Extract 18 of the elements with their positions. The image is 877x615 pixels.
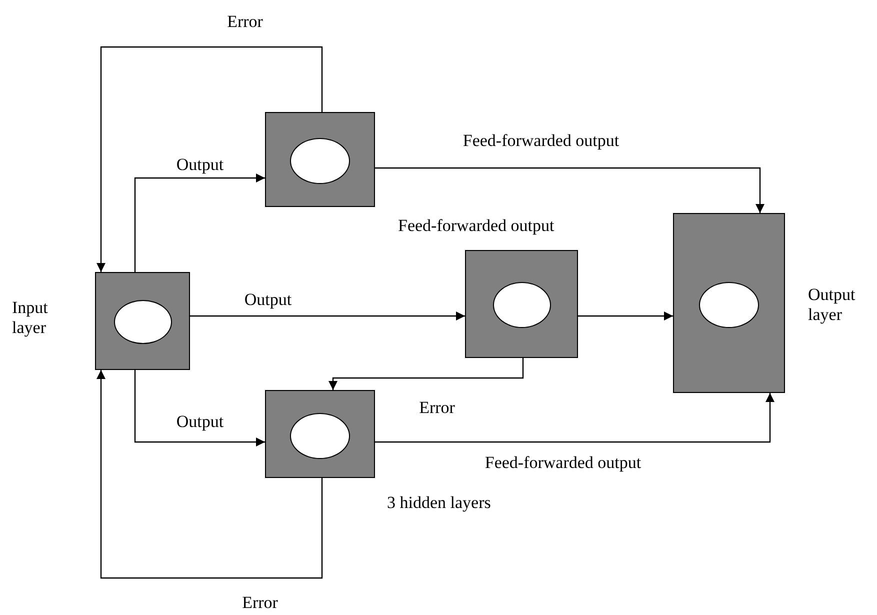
layer-box	[465, 250, 578, 358]
layer-caption: Feed-forwarded output	[398, 216, 554, 236]
layer-caption: Output layer	[808, 285, 856, 326]
arrow	[134, 370, 265, 446]
layer-caption: Input layer	[12, 298, 49, 339]
arrow	[134, 174, 265, 272]
arrow	[578, 312, 673, 320]
arrow	[328, 358, 524, 390]
arrow	[190, 312, 465, 320]
layer-box	[265, 390, 375, 478]
arrow	[375, 167, 764, 213]
note-text: 3 hidden layers	[387, 493, 491, 514]
layer-box	[265, 112, 375, 207]
arrow	[96, 370, 323, 579]
layer-box	[673, 213, 785, 393]
layer-box	[95, 272, 190, 370]
arrow	[96, 46, 323, 272]
arrow	[375, 393, 774, 443]
